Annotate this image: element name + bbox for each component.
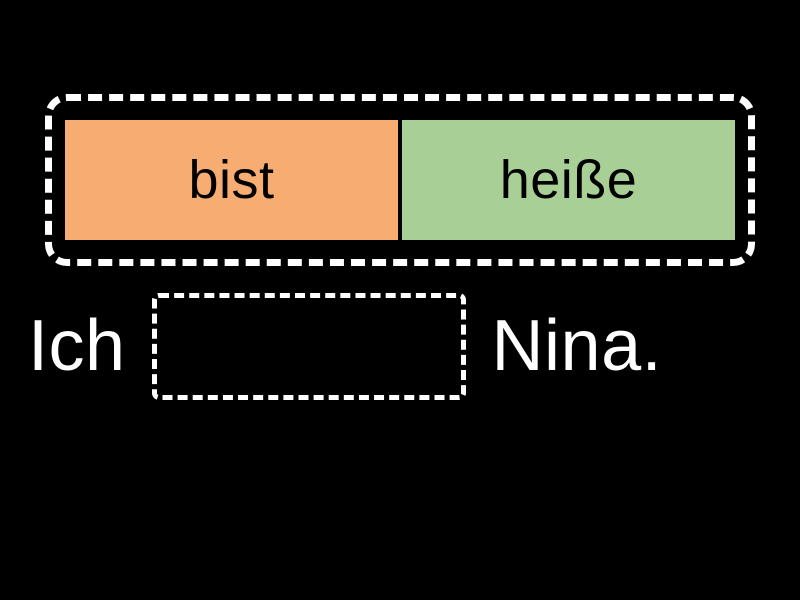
sentence-text-before: Ich — [28, 306, 126, 386]
sentence-row: Ich Nina. — [0, 286, 800, 406]
sentence-text-after: Nina. — [491, 306, 663, 386]
word-tile-bist[interactable]: bist — [65, 120, 398, 240]
word-bank-container: bist heiße — [45, 94, 755, 266]
sentence-drop-slot[interactable] — [151, 292, 466, 400]
word-tile-heisse-label: heiße — [499, 150, 638, 210]
word-tile-heisse[interactable]: heiße — [402, 120, 735, 240]
word-tile-bist-label: bist — [188, 150, 275, 210]
